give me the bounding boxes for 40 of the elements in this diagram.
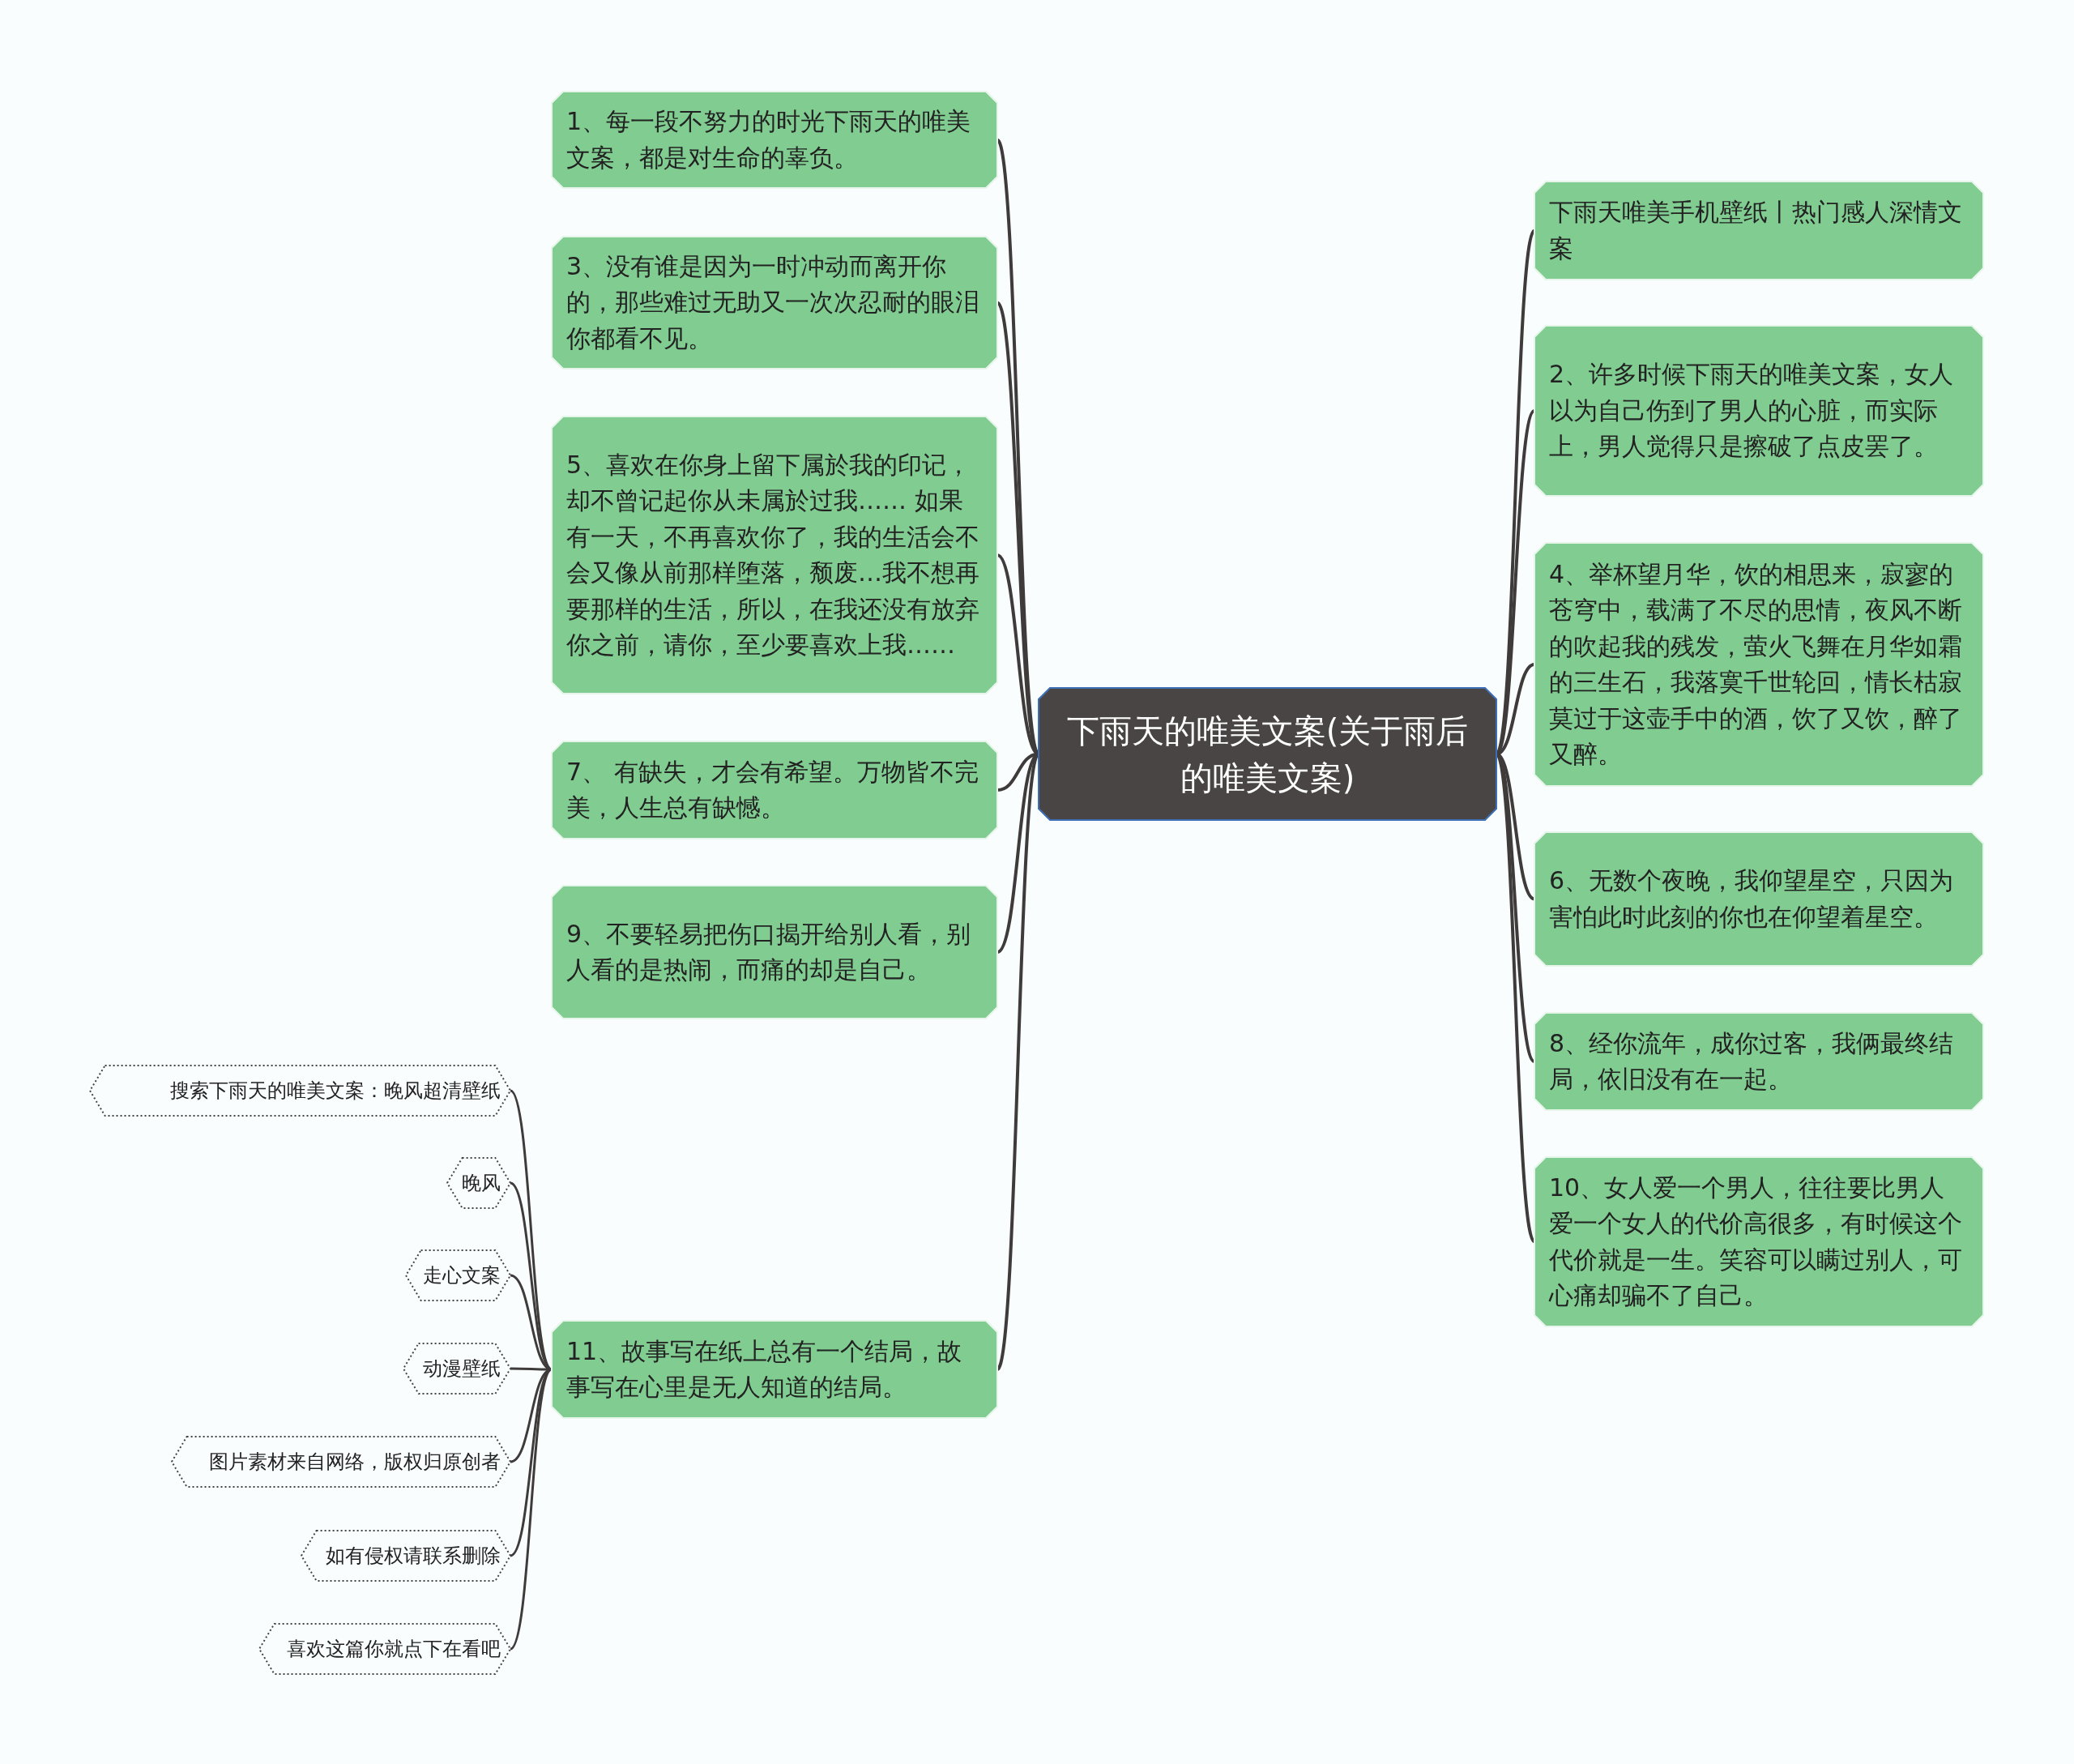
topic-box [552, 92, 997, 188]
topic-box [1534, 543, 1983, 786]
hexagon-tag [172, 1437, 510, 1487]
hexagon-tag [406, 1250, 510, 1301]
topic-text: 7、 有缺失，才会有希望。万物皆不完美，人生总有缺憾。 [565, 756, 979, 823]
tag-text: 喜欢这篇你就点下在看吧 [286, 1637, 501, 1661]
tag-text: 搜索下雨天的唯美文案：晚风超清壁纸 [169, 1078, 501, 1103]
topic-box [1534, 1013, 1983, 1110]
hexagon-tag [403, 1343, 510, 1394]
tag-text: 如有侵权请联系删除 [325, 1544, 501, 1568]
topic-text: 2、许多时候下雨天的唯美文案，女人以为自己伤到了男人的心脏，而实际上，男人觉得只是擦破了点皮罢了。 [1548, 359, 1955, 463]
hexagon-tag [90, 1066, 510, 1116]
hexagon-tag [301, 1531, 510, 1581]
topic-text: 9、不要轻易把伤口揭开给别人看，别人看的是热闹，而痛的却是自己。 [565, 918, 972, 985]
tag-text: 晚风 [461, 1171, 501, 1195]
hexagon-tag [447, 1158, 510, 1208]
topic-title: 下雨天的唯美文案(关于雨后的唯美文案) [1065, 711, 1470, 798]
topic-box [1534, 326, 1983, 496]
topic-text: 5、喜欢在你身上留下属於我的印记，却不曾记起你从未属於过我…… 如果有一天，不再喜欢你了，我的生活会不会又像从前那样堕落，颓废…我不想再要那样的生活，所以，在我还没有放弃你之前，请你，至少要喜欢上我…… [565, 449, 980, 660]
topic-text: 1、每一段不努力的时光下雨天的唯美文案，都是对生命的辜负。 [565, 106, 972, 173]
topic-text: 4、举杯望月华，饮的相思来，寂寥的苍穹中，载满了不尽的思情，夜风不断的吹起我的残发，萤火飞舞在月华如霜的三生石，我落寞千世轮回，情长枯寂莫过于这壶手中的酒，饮了又饮，醉了又醉。 [1548, 558, 1963, 770]
hexagon-tag [259, 1624, 510, 1674]
topic-box [552, 237, 997, 369]
tag-text: 走心文案 [422, 1263, 501, 1288]
topic-text: 3、没有谁是因为一时冲动而离开你的，那些难过无助又一次次忍耐的眼泪你都看不见。 [565, 250, 980, 354]
topic-box [552, 741, 997, 839]
tag-text: 图片素材来自网络，版权归原创者 [208, 1450, 501, 1474]
topic-box [1534, 182, 1983, 280]
topic-text: 11、故事写在纸上总有一个结局，故事写在心里是无人知道的结局。 [565, 1335, 963, 1403]
topic-text: 8、经你流年，成你过客，我俩最终结局，依旧没有在一起。 [1548, 1027, 1955, 1095]
topic-text: 下雨天唯美手机壁纸丨热门感人深情文案 [1548, 197, 1963, 264]
topic-text: 10、女人爱一个男人，往往要比男人爱一个女人的代价高很多，有时候这个代价就是一生。笑容可以瞒过别人，可心痛却骗不了自己。 [1547, 1172, 1963, 1311]
topic-box [1534, 1157, 1983, 1326]
topic-box [552, 886, 997, 1019]
topic-text: 6、无数个夜晚，我仰望星空，只因为害怕此时此刻的你也在仰望着星空。 [1548, 865, 1955, 933]
topic-box [552, 1321, 997, 1418]
central-topic [1039, 688, 1496, 820]
tag-text: 动漫壁纸 [422, 1356, 501, 1381]
topic-box [552, 416, 997, 694]
topic-box [1534, 832, 1983, 966]
